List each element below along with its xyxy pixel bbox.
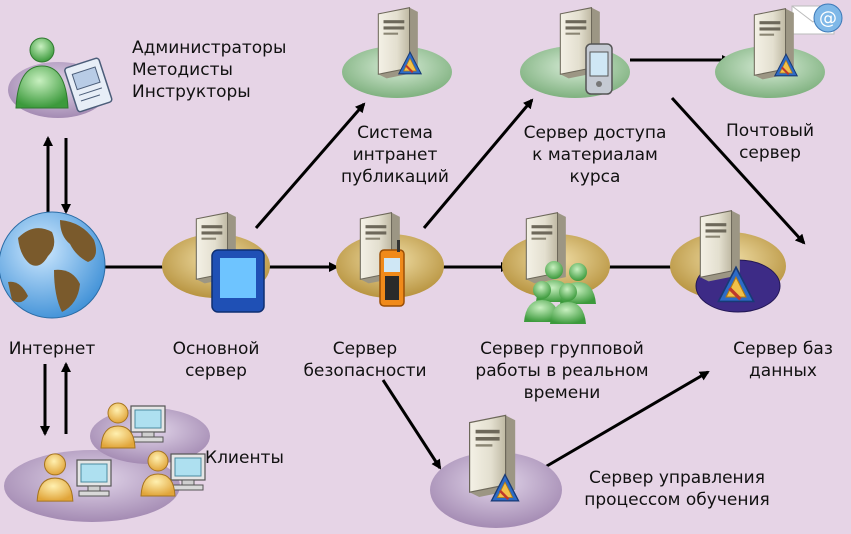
lms-server-node: [430, 414, 562, 528]
arrow-security-to-lms: [381, 379, 442, 470]
phone-icon: [379, 240, 405, 307]
groupware-server-node: [502, 212, 610, 324]
database-line-1: Сервер баз: [733, 339, 833, 359]
main-line-1: Основной: [172, 339, 260, 359]
lms-label: Сервер управления процессом обучения: [572, 467, 782, 511]
intranet-server-node: [342, 7, 452, 98]
internet-line: Интернет: [8, 339, 96, 359]
arrow-access-to-database: [670, 96, 806, 245]
intranet-line-3: публикаций: [341, 167, 449, 187]
tablet-icon: [211, 249, 265, 313]
mail-label: Почтовый сервер: [705, 120, 835, 164]
main-label: Основной сервер: [166, 338, 266, 382]
intranet-line-1: Система: [357, 123, 433, 143]
mail-line-1: Почтовый: [725, 121, 815, 141]
clients-line: Клиенты: [205, 448, 284, 468]
admin-node: [8, 37, 113, 118]
admins-label: Администраторы Методисты Инструкторы: [132, 37, 286, 103]
access-server-node: [520, 7, 630, 98]
people-icon: [524, 261, 596, 324]
arrow-security-to-access: [422, 98, 534, 229]
arrow-lms-to-database: [539, 370, 710, 472]
connection-arrows: [40, 55, 806, 472]
mail-server-node: @: [715, 3, 843, 98]
access-line-1: Сервер доступа: [523, 123, 667, 143]
groupware-label: Сервер групповой работы в реальном време…: [462, 338, 662, 404]
clipboard-icon: [64, 57, 113, 113]
groupware-line-1: Сервер групповой: [480, 339, 644, 359]
security-label: Сервер безопасности: [295, 338, 435, 382]
lms-line-1: Сервер управления: [589, 468, 765, 488]
main-line-2: сервер: [185, 361, 247, 381]
pda-icon: [585, 43, 613, 95]
database-server-node: [670, 210, 786, 313]
security-server-node: [336, 212, 444, 307]
admins-line-3: Инструкторы: [132, 82, 251, 102]
globe-icon: [0, 211, 106, 319]
main-server-node: [162, 212, 270, 313]
security-line-2: безопасности: [303, 361, 427, 381]
client-workstations-icon: [4, 402, 210, 522]
groupware-line-2: работы в реальном: [475, 361, 649, 381]
database-line-2: данных: [749, 361, 817, 381]
intranet-line-2: интранет: [352, 145, 438, 165]
access-line-2: к материалам: [532, 145, 658, 165]
svg-text:@: @: [819, 8, 837, 29]
security-line-1: Сервер: [332, 339, 398, 359]
mail-line-2: сервер: [739, 143, 801, 163]
access-line-3: курса: [569, 167, 621, 187]
lms-line-2: процессом обучения: [584, 490, 770, 510]
clients-label: Клиенты: [205, 447, 284, 469]
groupware-line-3: времени: [523, 383, 601, 403]
database-label: Сервер баз данных: [718, 338, 848, 382]
admin-icon: [15, 37, 69, 109]
internet-label: Интернет: [0, 338, 104, 360]
envelope-icon: @: [791, 3, 843, 35]
arrow-main-to-intranet: [254, 102, 366, 229]
admins-line-1: Администраторы: [132, 38, 287, 58]
admins-line-2: Методисты: [132, 60, 233, 80]
access-label: Сервер доступа к материалам курса: [505, 122, 685, 188]
intranet-label: Система интранет публикаций: [320, 122, 470, 188]
